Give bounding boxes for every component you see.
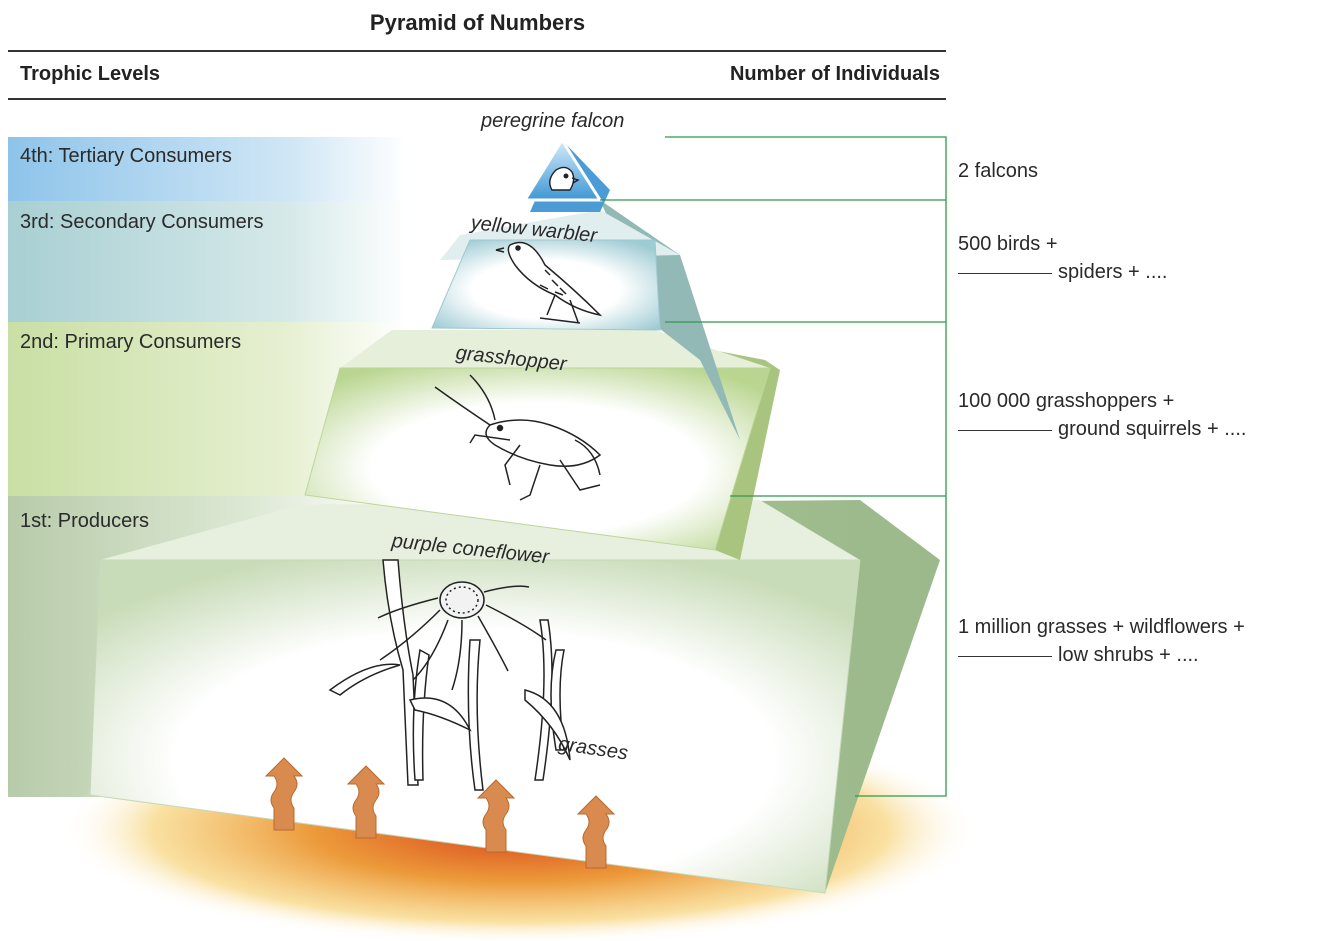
count-secondary-line2: spiders + .... — [958, 258, 1168, 286]
count-producers-line2: low shrubs + .... — [958, 641, 1245, 669]
count-tertiary-line1: 2 falcons — [958, 157, 1038, 185]
level-label-secondary: 3rd: Secondary Consumers — [20, 211, 263, 234]
count-primary: 100 000 grasshoppers + ground squirrels … — [958, 387, 1246, 443]
count-tertiary: 2 falcons — [958, 157, 1038, 185]
count-secondary: 500 birds + spiders + .... — [958, 230, 1168, 286]
organism-label-falcon: peregrine falcon — [481, 110, 624, 133]
level-label-primary: 2nd: Primary Consumers — [20, 331, 241, 354]
count-secondary-line1: 500 birds + — [958, 230, 1168, 258]
count-primary-line2: ground squirrels + .... — [958, 415, 1246, 443]
count-producers-line1: 1 million grasses + wildflowers + — [958, 613, 1245, 641]
count-primary-line1: 100 000 grasshoppers + — [958, 387, 1246, 415]
level-label-tertiary: 4th: Tertiary Consumers — [20, 145, 232, 168]
count-producers: 1 million grasses + wildflowers + low sh… — [958, 613, 1245, 669]
level-label-producers: 1st: Producers — [20, 510, 149, 533]
